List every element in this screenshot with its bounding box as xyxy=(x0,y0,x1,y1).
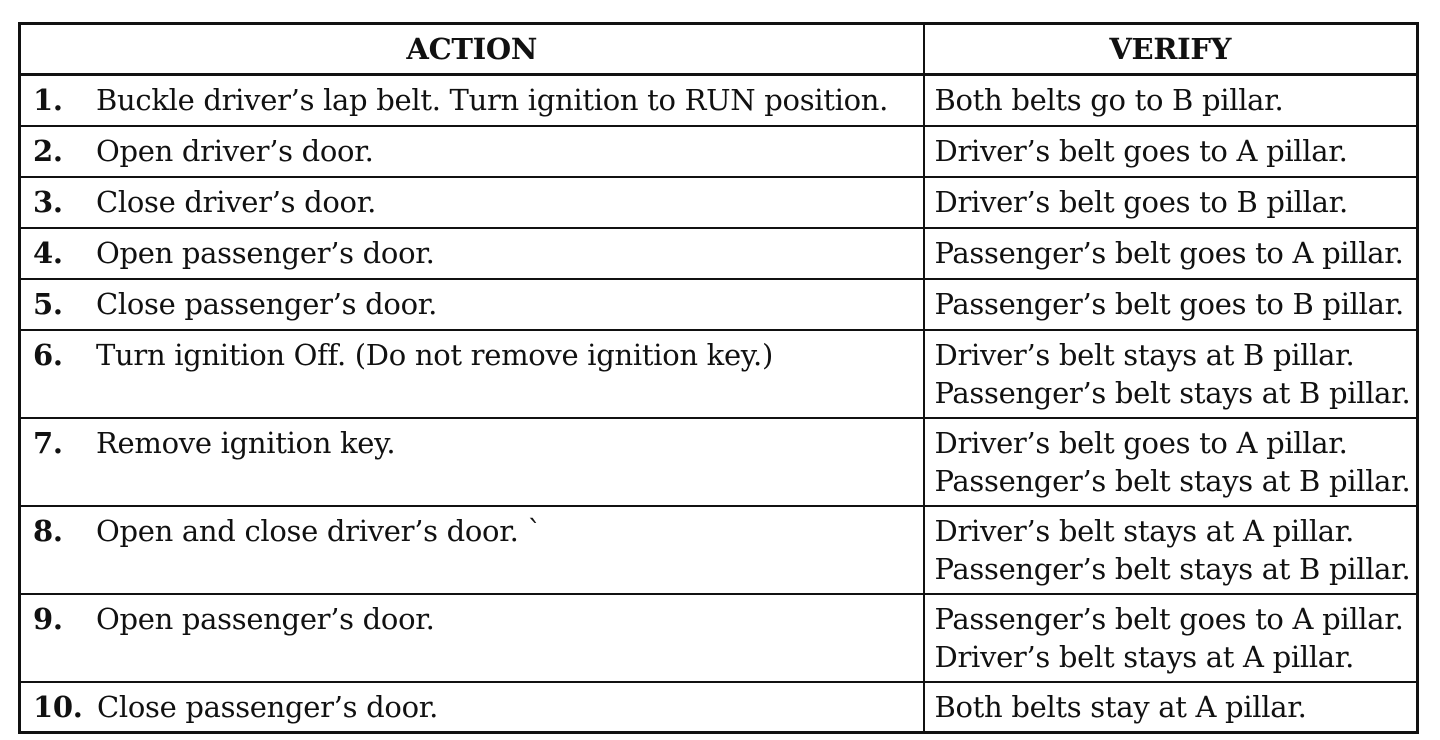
action-column-header: ACTION xyxy=(18,22,925,76)
action-cell: 3. Close driver’s door. xyxy=(18,175,925,229)
step-number: 4. xyxy=(33,235,63,270)
verify-text: Passenger’s belt stays at B pillar. xyxy=(934,463,1411,498)
step-number: 9. xyxy=(33,601,63,636)
verify-text: Driver’s belt stays at A pillar. xyxy=(934,639,1355,674)
verify-cell: Driver’s belt stays at B pillar. Passeng… xyxy=(922,328,1419,419)
verify-text: Passenger’s belt stays at B pillar. xyxy=(934,551,1411,586)
step-number: 5. xyxy=(33,286,63,321)
step-number: 10. xyxy=(33,689,83,724)
action-cell: 9. Open passenger’s door. xyxy=(18,592,925,683)
action-cell: 7. Remove ignition key. xyxy=(18,416,925,507)
action-text: Buckle driver’s lap belt. Turn ignition … xyxy=(96,83,889,117)
table-row: 10. Close passenger’s door. Both belts s… xyxy=(18,680,1419,734)
table-row: 4. Open passenger’s door. Passenger’s be… xyxy=(18,226,1419,280)
table-row: 3. Close driver’s door. Driver’s belt go… xyxy=(18,175,1419,229)
table-row: 9. Open passenger’s door. Passenger’s be… xyxy=(18,592,1419,683)
verify-text: Driver’s belt goes to B pillar. xyxy=(934,184,1349,219)
verify-cell: Driver’s belt stays at A pillar. Passeng… xyxy=(922,504,1419,595)
verify-text: Driver’s belt stays at B pillar. xyxy=(934,337,1355,372)
table-row: 7. Remove ignition key. Driver’s belt go… xyxy=(18,416,1419,507)
action-text: Close passenger’s door. xyxy=(97,689,439,724)
procedure-sheet: ACTION VERIFY 1. Buckle driver’s lap bel… xyxy=(18,22,1419,734)
verify-column-header: VERIFY xyxy=(922,22,1419,76)
action-text: Turn ignition Off. (Do not remove igniti… xyxy=(96,337,773,372)
step-number: 3. xyxy=(33,184,63,219)
verify-text: Passenger’s belt goes to B pillar. xyxy=(934,286,1405,321)
verify-text: Driver’s belt goes to A pillar. xyxy=(934,133,1348,168)
action-text: Remove ignition key. xyxy=(96,425,396,460)
action-cell: 1. Buckle driver’s lap belt. Turn igniti… xyxy=(18,73,925,127)
table-row: 2. Open driver’s door. Driver’s belt goe… xyxy=(18,124,1419,178)
verify-text: Driver’s belt stays at A pillar. xyxy=(934,513,1355,548)
action-cell: 5. Close passenger’s door. xyxy=(18,277,925,331)
action-text: Open and close driver’s door. ` xyxy=(96,513,542,548)
action-text: Close passenger’s door. xyxy=(96,286,438,321)
action-text: Close driver’s door. xyxy=(96,184,376,219)
verify-text: Driver’s belt goes to A pillar. xyxy=(934,425,1348,460)
table-row: 5. Close passenger’s door. Passenger’s b… xyxy=(18,277,1419,331)
verify-cell: Passenger’s belt goes to B pillar. xyxy=(922,277,1419,331)
verify-cell: Driver’s belt goes to B pillar. xyxy=(922,175,1419,229)
verify-cell: Both belts stay at A pillar. xyxy=(922,680,1419,734)
verify-cell: Passenger’s belt goes to A pillar. Drive… xyxy=(922,592,1419,683)
action-text: Open passenger’s door. xyxy=(96,235,435,270)
action-text: Open passenger’s door. xyxy=(96,601,435,636)
verify-text: Both belts stay at A pillar. xyxy=(934,689,1307,724)
verify-text: Passenger’s belt stays at B pillar. xyxy=(934,375,1411,410)
header-row: ACTION VERIFY xyxy=(18,22,1419,76)
verify-cell: Passenger’s belt goes to A pillar. xyxy=(922,226,1419,280)
verify-cell: Both belts go to B pillar. xyxy=(922,73,1419,127)
verify-text: Passenger’s belt goes to A pillar. xyxy=(934,601,1404,636)
action-cell: 6. Turn ignition Off. (Do not remove ign… xyxy=(18,328,925,419)
table-row: 8. Open and close driver’s door. ` Drive… xyxy=(18,504,1419,595)
verify-text: Passenger’s belt goes to A pillar. xyxy=(934,235,1404,270)
verify-cell: Driver’s belt goes to A pillar. xyxy=(922,124,1419,178)
step-number: 1. xyxy=(33,83,63,117)
verify-cell: Driver’s belt goes to A pillar. Passenge… xyxy=(922,416,1419,507)
step-number: 8. xyxy=(33,513,63,548)
action-cell: 4. Open passenger’s door. xyxy=(18,226,925,280)
step-number: 6. xyxy=(33,337,63,372)
step-number: 7. xyxy=(33,425,63,460)
table-row: 6. Turn ignition Off. (Do not remove ign… xyxy=(18,328,1419,419)
action-cell: 2. Open driver’s door. xyxy=(18,124,925,178)
step-number: 2. xyxy=(33,133,63,168)
verify-text: Both belts go to B pillar. xyxy=(934,83,1284,117)
action-cell: 10. Close passenger’s door. xyxy=(18,680,925,734)
action-cell: 8. Open and close driver’s door. ` xyxy=(18,504,925,595)
procedure-table: ACTION VERIFY 1. Buckle driver’s lap bel… xyxy=(18,22,1419,734)
action-text: Open driver’s door. xyxy=(96,133,374,168)
table-row: 1. Buckle driver’s lap belt. Turn igniti… xyxy=(18,73,1419,127)
